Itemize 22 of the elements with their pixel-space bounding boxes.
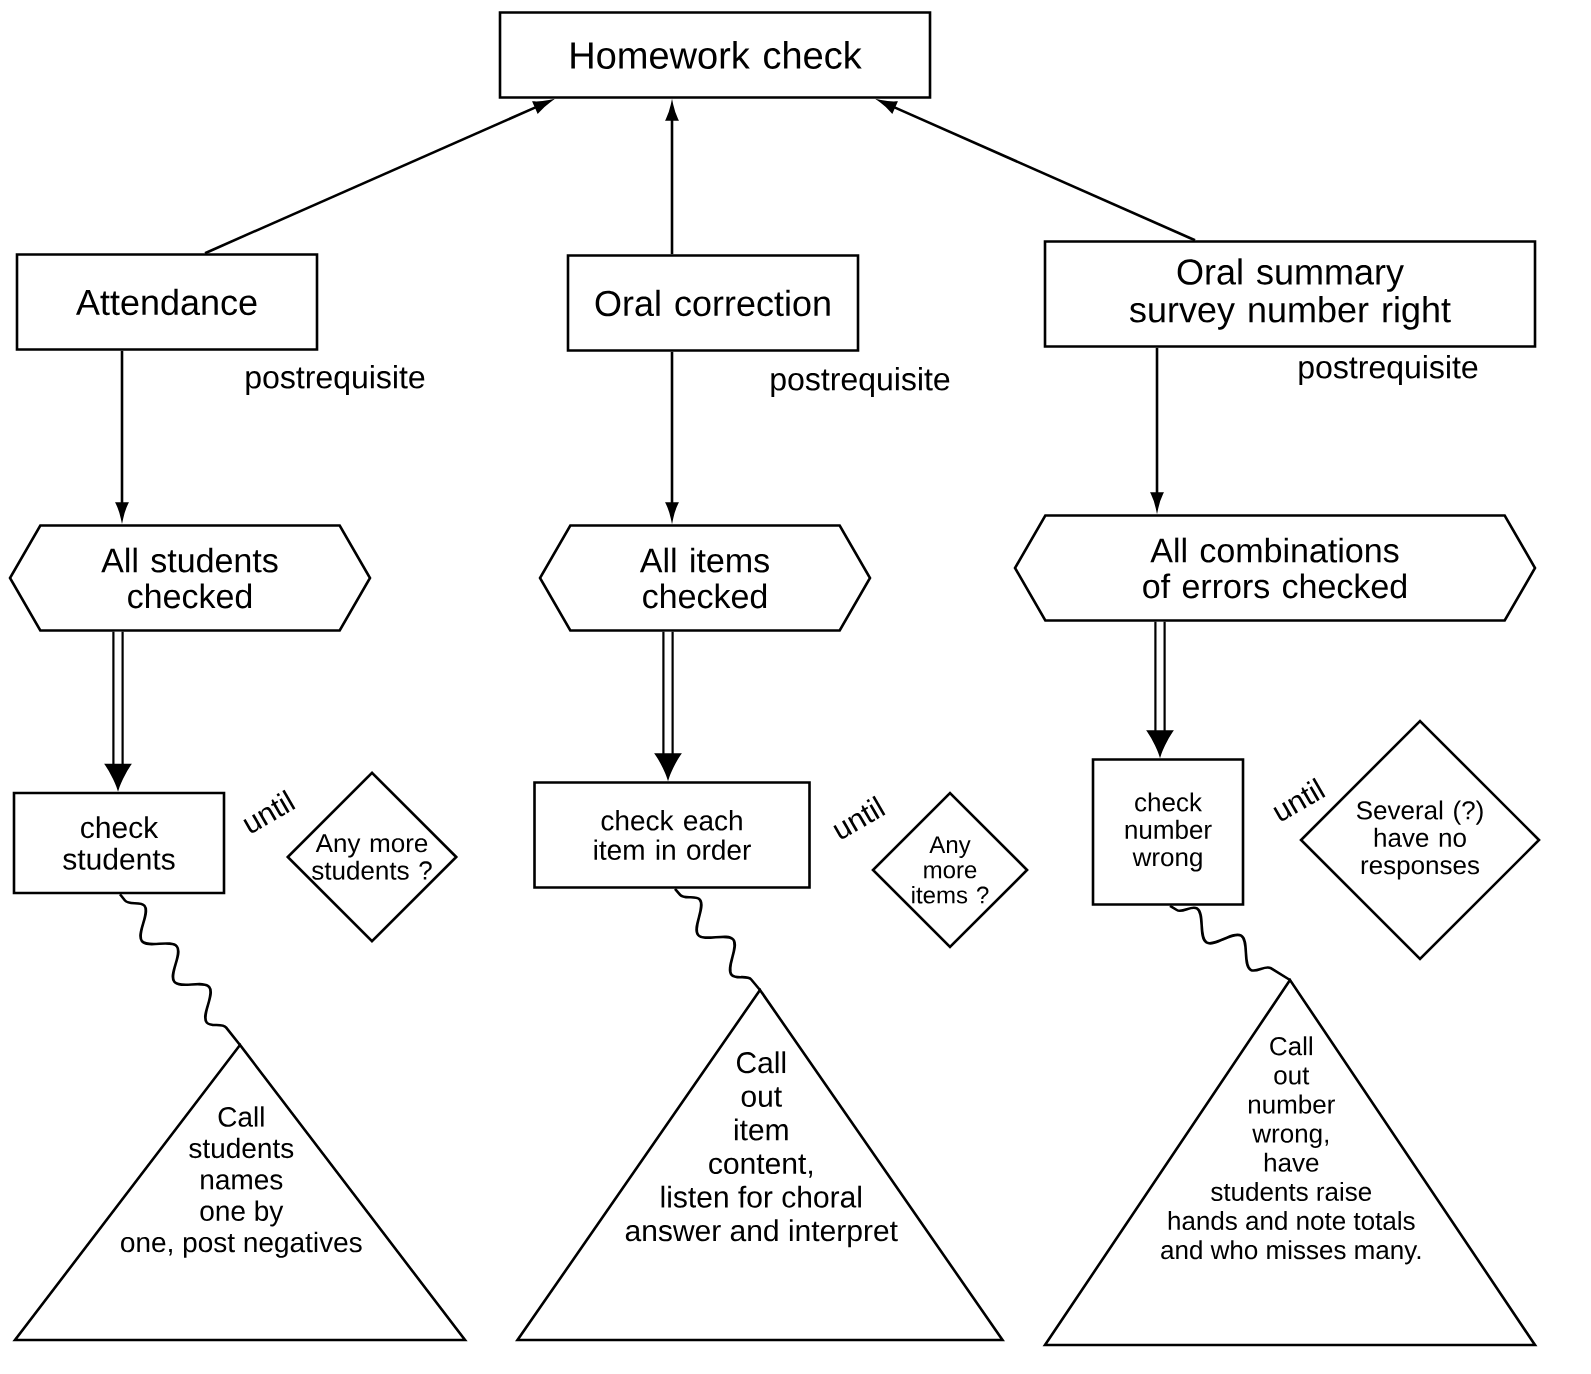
process-box: check number wrong <box>1091 758 1245 906</box>
hexagon-box: All combinations of errors checked <box>1013 514 1537 622</box>
connector <box>119 893 242 1046</box>
process-box: Attendance <box>15 253 319 351</box>
process-box: Oral summary survey number right <box>1043 240 1537 348</box>
edge-label: postrequisite <box>1295 353 1481 387</box>
hexagon-box: All items checked <box>538 524 872 632</box>
note-label: until <box>243 789 296 833</box>
process-box: check each item in order <box>533 781 811 889</box>
connector <box>674 887 761 991</box>
edge-label: postrequisite <box>767 365 953 399</box>
hexagon-box: All students checked <box>8 524 372 632</box>
note-label: until <box>1273 777 1326 821</box>
process-box: check students <box>12 791 226 895</box>
connector <box>1169 904 1291 982</box>
process-box: Homework check <box>498 11 932 99</box>
arrow <box>655 631 681 779</box>
process-box: Oral correction <box>566 254 860 352</box>
arrow <box>1147 621 1173 756</box>
edge-label: postrequisite <box>242 363 428 397</box>
note-label: until <box>833 795 886 839</box>
arrow <box>105 631 131 790</box>
